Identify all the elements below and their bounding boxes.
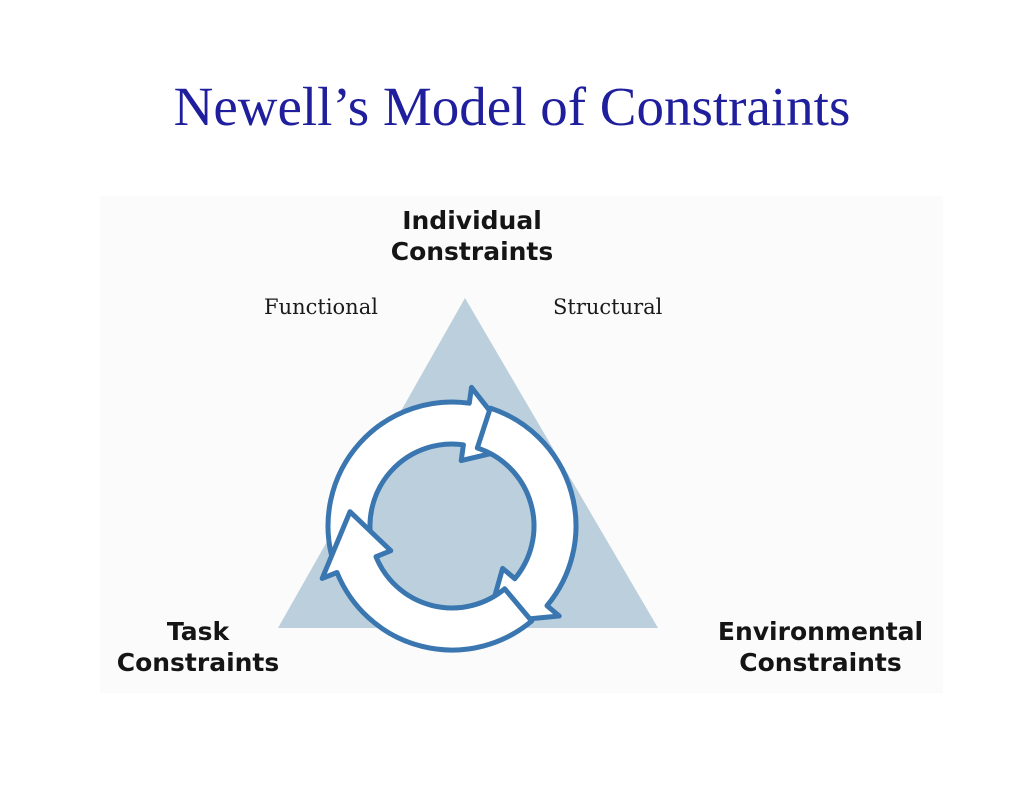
individual-constraints-label: Individual Constraints: [390, 206, 554, 266]
cycle-center: [370, 444, 534, 608]
environmental-constraints-label: Environmental Constraints: [717, 617, 924, 677]
cycle-arrow-bottom: [319, 509, 535, 653]
cycle-arrow-top: [325, 384, 521, 559]
cycle-arrow-right: [474, 405, 579, 626]
functional-label: Functional: [264, 295, 378, 319]
page-title: Newell’s Model of Constraints: [173, 76, 851, 137]
structural-label: Structural: [553, 295, 663, 319]
task-constraints-label: Task Constraints: [116, 617, 280, 677]
constraints-diagram: Individual Constraints Functional Struct…: [100, 196, 943, 693]
diagram-graphic: [278, 298, 658, 653]
